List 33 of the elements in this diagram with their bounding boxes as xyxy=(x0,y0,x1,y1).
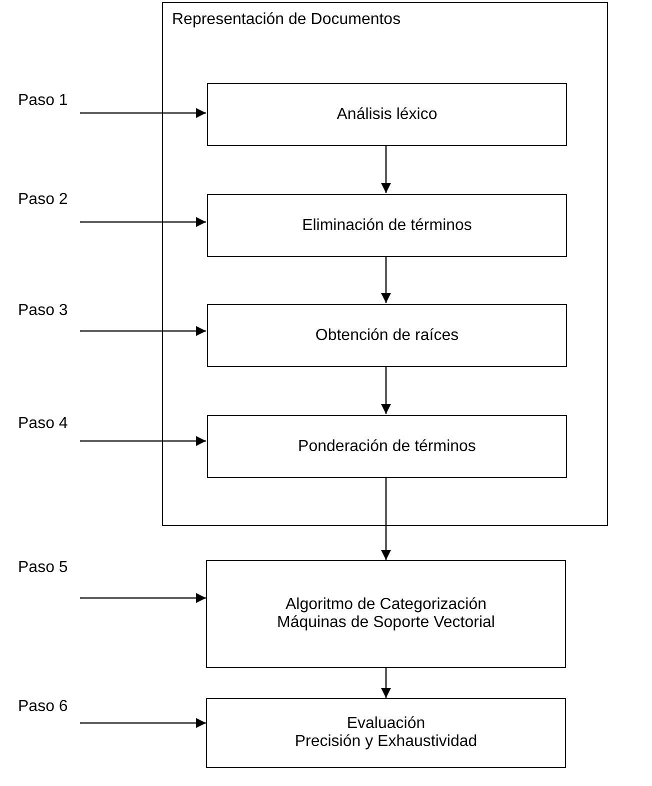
arrow xyxy=(381,145,391,193)
arrow xyxy=(80,217,206,227)
group-title: Representación de Documentos xyxy=(172,11,401,29)
step-label: Paso 3 xyxy=(18,302,68,319)
arrow xyxy=(80,436,206,446)
box-text: Obtención de raíces xyxy=(315,326,459,344)
arrow xyxy=(381,477,391,560)
box-text: Algoritmo de Categorización xyxy=(286,596,486,614)
step-label: Paso 5 xyxy=(18,559,68,576)
arrow xyxy=(80,593,206,603)
step-label: Paso 4 xyxy=(18,415,68,432)
process-box xyxy=(206,560,566,668)
process-box xyxy=(207,415,567,478)
arrow xyxy=(80,718,206,728)
process-box xyxy=(207,304,567,367)
arrow xyxy=(381,668,391,698)
arrow xyxy=(381,366,391,414)
box-text: Evaluación xyxy=(346,715,426,733)
box-text: Análisis léxico xyxy=(336,106,438,124)
group-frame xyxy=(162,2,608,526)
arrow xyxy=(80,326,206,336)
process-box xyxy=(207,83,567,146)
arrow xyxy=(381,256,391,303)
box-text: Eliminación de términos xyxy=(302,216,472,234)
arrow xyxy=(80,108,206,118)
box-text: Máquinas de Soporte Vectorial xyxy=(277,614,495,632)
box-text: Ponderación de términos xyxy=(298,438,476,456)
step-label: Paso 6 xyxy=(18,698,68,715)
process-box xyxy=(206,698,566,768)
box-text: Precisión y Exhaustividad xyxy=(294,733,478,751)
step-label: Paso 1 xyxy=(18,92,68,109)
process-box xyxy=(207,194,567,257)
step-label: Paso 2 xyxy=(18,191,68,208)
